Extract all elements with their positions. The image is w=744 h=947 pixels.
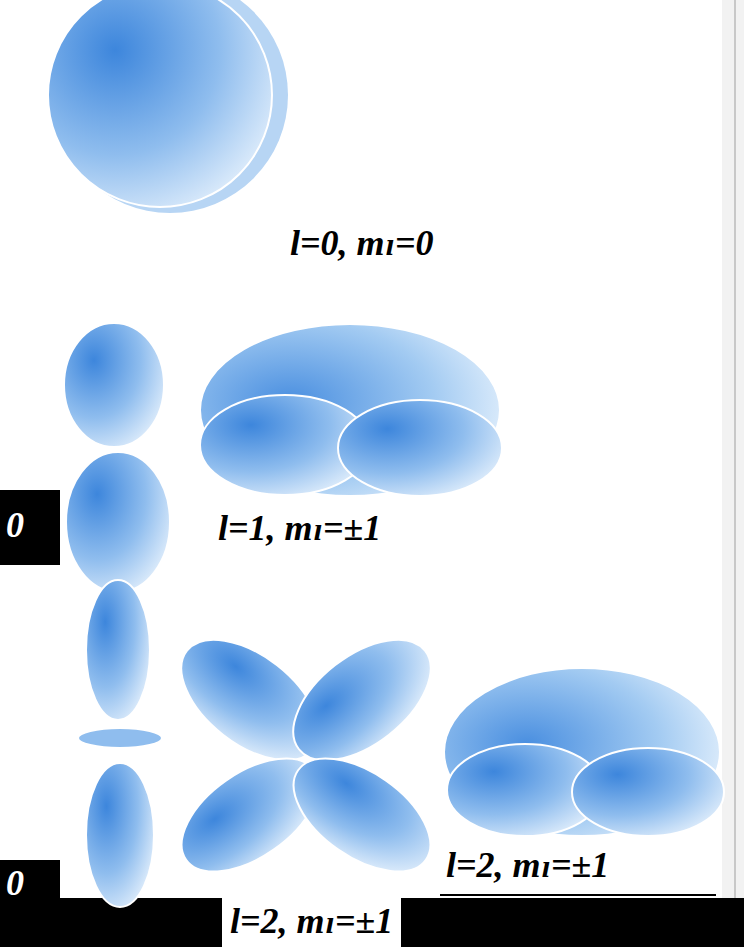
- pz-orbital: [64, 323, 170, 592]
- edge-strip: [722, 0, 744, 898]
- edge-line: [734, 0, 736, 898]
- quantum-number-label: l=1, mₗ=±1: [210, 503, 389, 554]
- s-orbital: [48, 0, 288, 213]
- label-underline: [440, 894, 716, 896]
- quantum-number-label: l=0, mₗ=0: [282, 218, 442, 269]
- quantum-number-label: l=2, mₗ=±1: [222, 896, 401, 947]
- d-torus-orbital: [444, 668, 724, 836]
- p-torus-orbital: [200, 324, 502, 496]
- cropped-label: 0: [0, 858, 32, 909]
- d-clover-orbital: [160, 616, 452, 894]
- dz2-orbital: [78, 580, 162, 907]
- quantum-number-label: l=2, mₗ=±1: [438, 840, 617, 891]
- cropped-label: 0: [0, 500, 32, 551]
